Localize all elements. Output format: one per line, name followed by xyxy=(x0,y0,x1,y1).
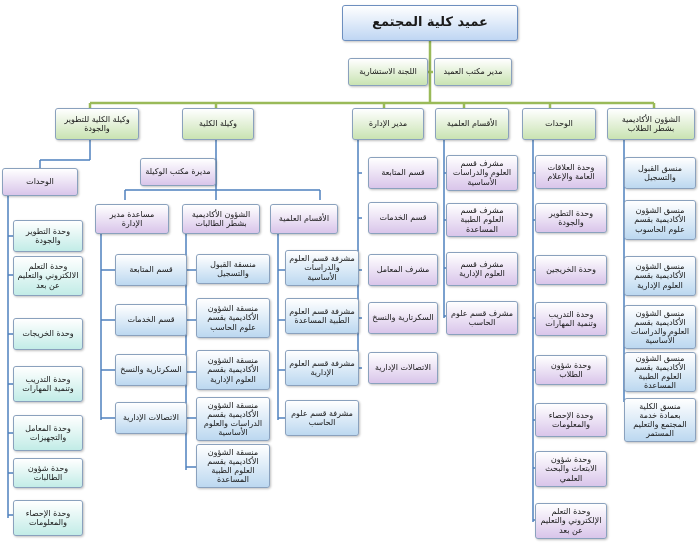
scientific-item: مشرف قسم علوم الحاسب xyxy=(446,301,518,335)
vice-admin-item: قسم المتابعة xyxy=(115,254,187,286)
units-item: وحدة شؤون الابتعاث والبحث العلمي xyxy=(535,451,607,487)
academic-affairs-item: منسق الشؤون الأكاديمية بقسم العلوم والدر… xyxy=(624,305,696,349)
admin-item: الاتصالات الإدارية xyxy=(368,352,438,384)
academic-affairs-item: منسق الكلية بعمادة خدمة المجتمع والتعليم… xyxy=(624,398,696,442)
dev-units-box: الوحدات xyxy=(2,168,78,196)
vice-admin-item: قسم الخدمات xyxy=(115,304,187,336)
dean-box: عميد كلية المجتمع xyxy=(342,5,518,41)
vice-scientific-item: مشرفة قسم العلوم الإدارية xyxy=(285,350,359,386)
vice-scientific-box: الأقسام العلمية xyxy=(270,204,338,234)
vice-academic-box: الشؤون الأكاديمية بشطر الطالبات xyxy=(182,204,260,234)
vice-dean-development-box: وكيلة الكلية للتطوير والجودة xyxy=(55,108,139,140)
units-item: وحدة التعلم الإلكتروني والتعليم عن بعد xyxy=(535,503,607,539)
vice-dean-box: وكيلة الكلية xyxy=(182,108,254,140)
units-item: وحدة الخريجين xyxy=(535,255,607,285)
scientific-item: مشرف قسم العلوم الطبية المساعدة xyxy=(446,203,518,237)
dev-units-item: وحدة التدريب وتنمية المهارات xyxy=(13,366,83,402)
scientific-item: مشرف قسم العلوم والدراسات الأساسية xyxy=(446,155,518,191)
academic-affairs-item: منسق الشؤون الأكاديمية بقسم العلوم الطبي… xyxy=(624,352,696,392)
units-box: الوحدات xyxy=(522,108,596,140)
dev-units-item: وحدة المعامل والتجهيزات xyxy=(13,415,83,451)
vice-academic-item: منسقة الشؤون الأكاديمية بقسم العلوم الطب… xyxy=(196,444,270,488)
vice-academic-item: منسقة القبول والتسجيل xyxy=(196,254,270,284)
academic-affairs-item: منسق الشؤون الأكاديمية بقسم العلوم الإدا… xyxy=(624,256,696,296)
vice-admin-assistant-box: مساعدة مدير الإدارة xyxy=(95,204,169,234)
advisory-committee-box: اللجنة الاستشارية xyxy=(348,58,428,86)
vice-admin-item: الاتصالات الإدارية xyxy=(115,402,187,434)
academic-affairs-item: منسق الشؤون الأكاديمية بقسم علوم الحاسوب xyxy=(624,200,696,240)
admin-item: قسم الخدمات xyxy=(368,202,438,234)
units-item: وحدة شؤون الطلاب xyxy=(535,355,607,385)
admin-item: قسم المتابعة xyxy=(368,157,438,189)
dev-units-item: وحدة التطوير والجودة xyxy=(13,220,83,252)
vice-scientific-item: مشرفة قسم العلوم الطبية المساعدة xyxy=(285,298,359,334)
units-item: وحدة التطوير والجودة xyxy=(535,203,607,233)
scientific-item: مشرف قسم العلوم الإدارية xyxy=(446,252,518,286)
units-item: وحدة الإحصاء والمعلومات xyxy=(535,403,607,437)
vice-admin-item: السكرتارية والنسخ xyxy=(115,354,187,386)
admin-item: مشرف المعامل xyxy=(368,254,438,286)
dean-office-box: مدير مكتب العميد xyxy=(434,58,512,86)
vice-scientific-item: مشرفة قسم علوم الحاسب xyxy=(285,400,359,436)
academic-affairs-item: منسق القبول والتسجيل xyxy=(624,157,696,189)
admin-item: السكرتارية والنسخ xyxy=(368,302,438,334)
dev-units-item: وحدة الإحصاء والمعلومات xyxy=(13,500,83,536)
vice-academic-item: منسقة الشؤون الأكاديمية بقسم العلوم الإد… xyxy=(196,350,270,390)
vice-academic-item: منسقة الشؤون الأكاديمية بقسم علوم الحاسب xyxy=(196,298,270,338)
scientific-depts-box: الأقسام العلمية xyxy=(435,108,509,140)
units-item: وحدة العلاقات العامة والإعلام xyxy=(535,155,607,189)
vice-academic-item: منسقة الشؤون الأكاديمية بقسم الدراسات وا… xyxy=(196,397,270,441)
dev-units-item: وحدة الخريجات xyxy=(13,318,83,350)
vice-scientific-item: مشرفة قسم العلوم والدراسات الأساسية xyxy=(285,250,359,286)
dev-units-item: وحدة شؤون الطالبات xyxy=(13,458,83,488)
dev-units-item: وحدة التعلم الالكتروني والتعليم عن بعد xyxy=(13,256,83,296)
vice-dean-office-box: مديرة مكتب الوكيلة xyxy=(140,158,216,186)
academic-affairs-box: الشؤون الأكاديمية بشطر الطلاب xyxy=(607,108,695,140)
units-item: وحدة التدريب وتنمية المهارات xyxy=(535,302,607,336)
admin-director-box: مدير الإدارة xyxy=(352,108,424,140)
